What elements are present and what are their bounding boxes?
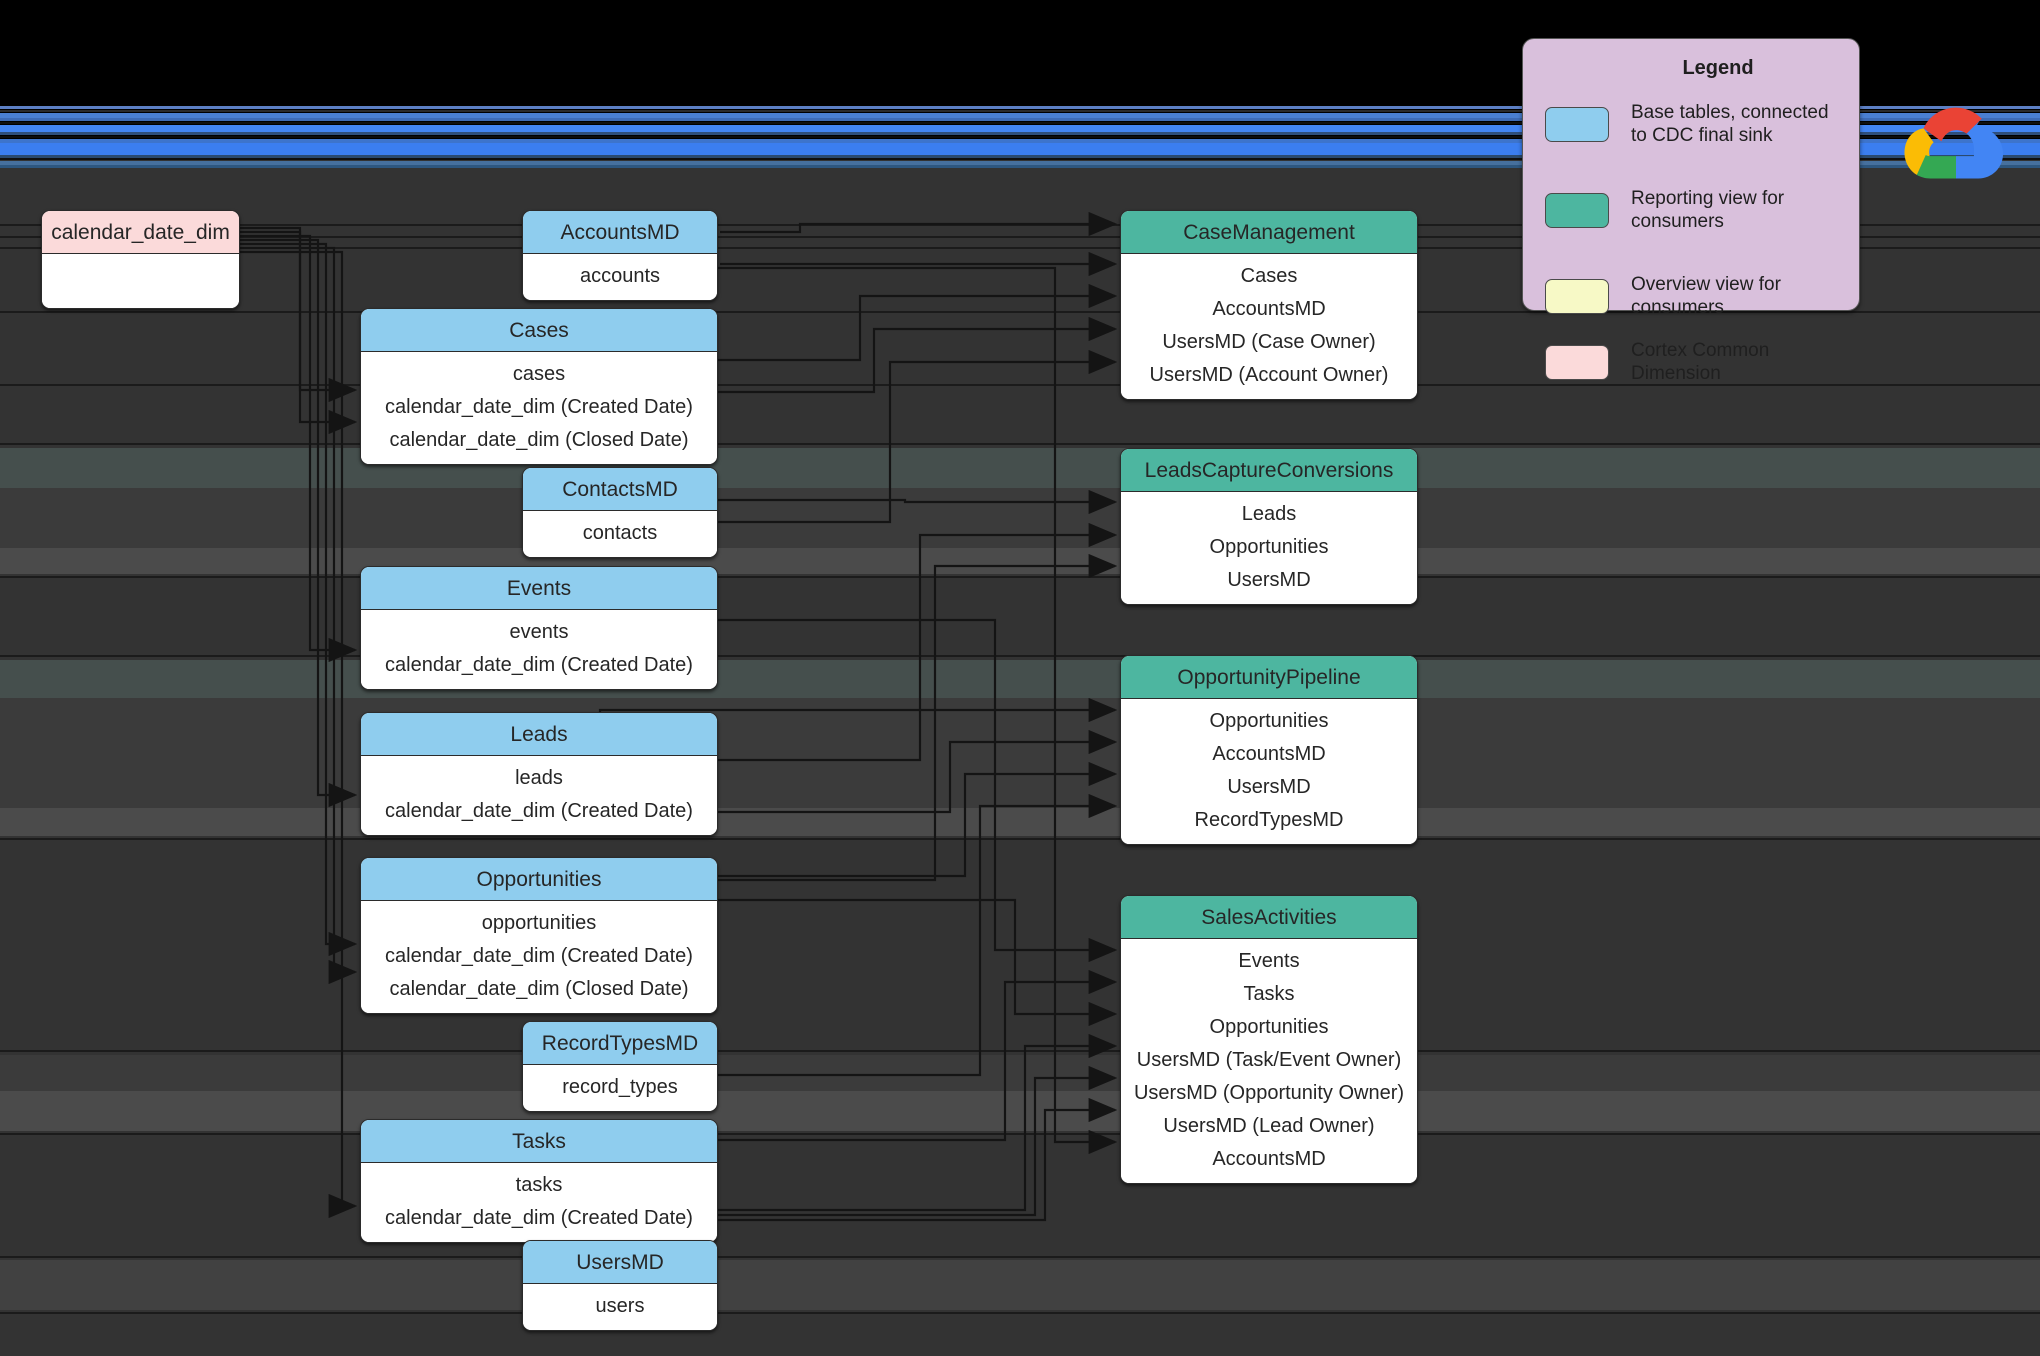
base-table-swatch [1545, 106, 1609, 142]
legend-item-base-tables: Base tables, connected to CDC final sink [1545, 101, 1831, 147]
node-leadscaptureconversions[interactable]: LeadsCaptureConversions Leads Opportunit… [1120, 448, 1418, 605]
node-body: Opportunities AccountsMD UsersMD RecordT… [1121, 699, 1417, 844]
node-usersmd[interactable]: UsersMD users [522, 1240, 718, 1331]
node-row: UsersMD [1227, 776, 1311, 798]
node-title: calendar_date_dim [42, 211, 239, 254]
node-row: UsersMD (Task/Event Owner) [1136, 1049, 1402, 1071]
legend-item-label: Cortex Common Dimension [1631, 340, 1770, 385]
node-row: leads [515, 767, 563, 789]
legend-item-cortex-dimension: Cortex Common Dimension [1545, 339, 1831, 385]
node-row: calendar_date_dim (Created Date) [385, 654, 693, 676]
overview-view-swatch [1545, 278, 1609, 314]
node-tasks[interactable]: Tasks tasks calendar_date_dim (Created D… [360, 1119, 718, 1243]
node-title: UsersMD [523, 1241, 717, 1284]
node-cases[interactable]: Cases cases calendar_date_dim (Created D… [360, 308, 718, 465]
node-opportunities[interactable]: Opportunities opportunities calendar_dat… [360, 857, 718, 1014]
legend-panel: Legend Base tables, connected to CDC fin… [1522, 38, 1860, 384]
node-row: RecordTypesMD [1194, 809, 1344, 831]
node-row: Tasks [1243, 983, 1295, 1005]
node-row: opportunities [481, 912, 597, 934]
node-row: contacts [582, 522, 658, 544]
node-body: Events Tasks Opportunities UsersMD (Task… [1121, 939, 1417, 1183]
node-opportunitypipeline[interactable]: OpportunityPipeline Opportunities Accoun… [1120, 655, 1418, 845]
node-row: calendar_date_dim (Created Date) [385, 1207, 693, 1229]
node-leads[interactable]: Leads leads calendar_date_dim (Created D… [360, 712, 718, 836]
node-calendar-date-dim[interactable]: calendar_date_dim [41, 210, 240, 309]
node-row: tasks [515, 1174, 563, 1196]
node-title: OpportunityPipeline [1121, 656, 1417, 699]
node-row: AccountsMD [1212, 1148, 1326, 1170]
legend-item-label: Overview view for consumers [1631, 274, 1781, 319]
node-row: cases [512, 363, 566, 385]
node-casemanagement[interactable]: CaseManagement Cases AccountsMD UsersMD … [1120, 210, 1418, 400]
node-row: UsersMD (Lead Owner) [1163, 1115, 1375, 1137]
node-title: AccountsMD [523, 211, 717, 254]
node-row: AccountsMD [1212, 298, 1326, 320]
legend-item-label: Reporting view for consumers [1631, 188, 1785, 233]
google-cloud-logo [1904, 107, 2004, 179]
node-row: accounts [579, 265, 661, 287]
node-body: Leads Opportunities UsersMD [1121, 492, 1417, 604]
node-title: Tasks [361, 1120, 717, 1163]
node-body: opportunities calendar_date_dim (Created… [361, 901, 717, 1013]
node-row: UsersMD (Account Owner) [1149, 364, 1389, 386]
node-row: AccountsMD [1212, 743, 1326, 765]
node-row: UsersMD (Opportunity Owner) [1133, 1082, 1405, 1104]
node-row: Opportunities [1209, 710, 1329, 732]
node-title: Opportunities [361, 858, 717, 901]
node-body: contacts [523, 511, 717, 557]
node-row: calendar_date_dim (Closed Date) [389, 429, 689, 451]
legend-item-label: Base tables, connected to CDC final sink [1631, 102, 1829, 147]
node-body: tasks calendar_date_dim (Created Date) [361, 1163, 717, 1242]
node-body: accounts [523, 254, 717, 300]
node-title: LeadsCaptureConversions [1121, 449, 1417, 492]
node-title: RecordTypesMD [523, 1022, 717, 1065]
node-row: calendar_date_dim (Closed Date) [389, 978, 689, 1000]
node-salesactivities[interactable]: SalesActivities Events Tasks Opportuniti… [1120, 895, 1418, 1184]
node-contactsmd[interactable]: ContactsMD contacts [522, 467, 718, 558]
node-body: users [523, 1284, 717, 1330]
node-row: users [595, 1295, 645, 1317]
node-row: Cases [1240, 265, 1298, 287]
node-body: events calendar_date_dim (Created Date) [361, 610, 717, 689]
reporting-view-swatch [1545, 192, 1609, 228]
node-title: CaseManagement [1121, 211, 1417, 254]
node-row: calendar_date_dim (Created Date) [385, 800, 693, 822]
node-row: calendar_date_dim (Created Date) [385, 396, 693, 418]
cortex-dimension-swatch [1545, 344, 1609, 380]
node-title: SalesActivities [1121, 896, 1417, 939]
legend-item-overview-view: Overview view for consumers [1545, 273, 1831, 319]
node-title: Events [361, 567, 717, 610]
node-row: Opportunities [1209, 536, 1329, 558]
node-row: UsersMD (Case Owner) [1162, 331, 1376, 353]
node-title: Leads [361, 713, 717, 756]
node-title: Cases [361, 309, 717, 352]
node-body: cases calendar_date_dim (Created Date) c… [361, 352, 717, 464]
node-accountsmd[interactable]: AccountsMD accounts [522, 210, 718, 301]
node-row: calendar_date_dim (Created Date) [385, 945, 693, 967]
node-body [42, 254, 239, 308]
node-row: Events [1238, 950, 1300, 972]
node-body: record_types [523, 1065, 717, 1111]
legend-title: Legend [1682, 57, 1754, 79]
node-recordtypesmd[interactable]: RecordTypesMD record_types [522, 1021, 718, 1112]
node-row: record_types [562, 1076, 678, 1098]
node-row: Opportunities [1209, 1016, 1329, 1038]
legend-item-reporting-view: Reporting view for consumers [1545, 187, 1831, 233]
node-body: leads calendar_date_dim (Created Date) [361, 756, 717, 835]
node-row: UsersMD [1227, 569, 1311, 591]
node-body: Cases AccountsMD UsersMD (Case Owner) Us… [1121, 254, 1417, 399]
node-row: Leads [1241, 503, 1297, 525]
node-row: events [509, 621, 569, 643]
node-events[interactable]: Events events calendar_date_dim (Created… [360, 566, 718, 690]
node-title: ContactsMD [523, 468, 717, 511]
